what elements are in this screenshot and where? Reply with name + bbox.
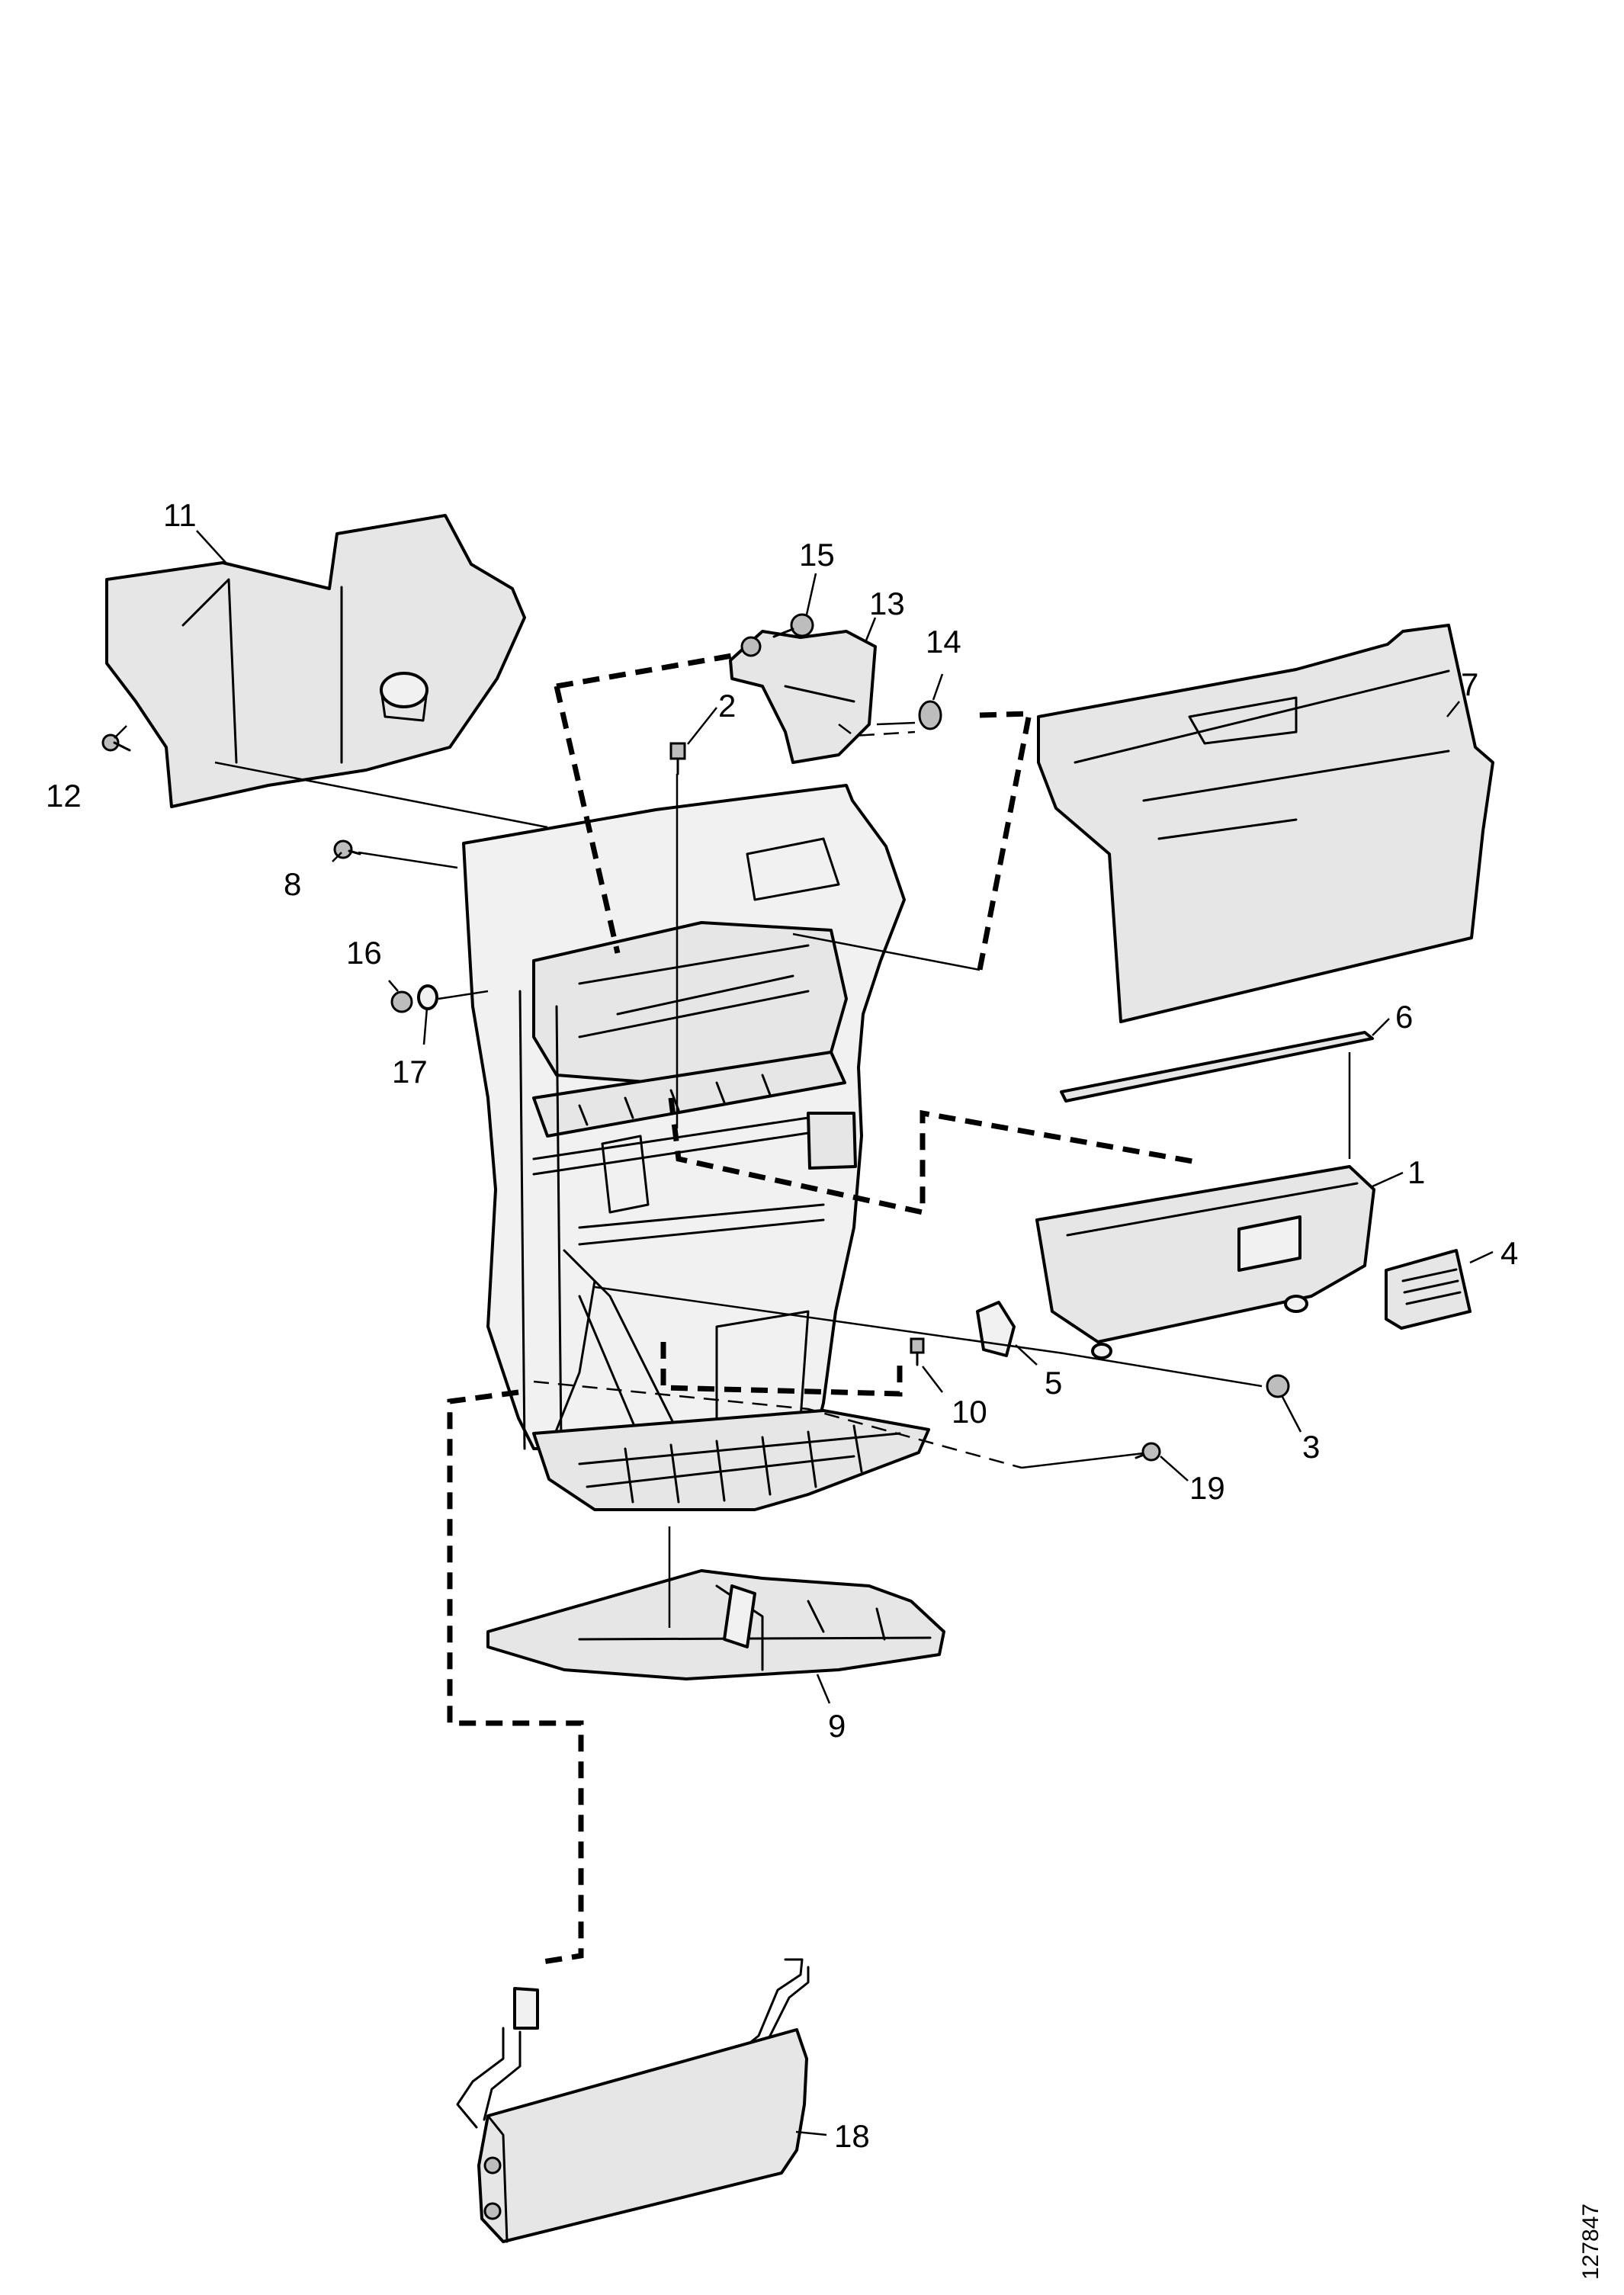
assembly-lines [214,653,1351,1965]
callout-14: 14 [926,624,961,660]
fastener-8 [333,839,361,859]
callout-7: 7 [1461,666,1478,702]
callout-3: 3 [1302,1429,1320,1465]
callout-17: 17 [392,1054,428,1090]
callout-13: 13 [869,586,905,621]
callout-10: 10 [952,1394,987,1430]
callout-12: 12 [46,778,82,814]
callout-11: 11 [163,497,197,533]
part-6-trim-strip [1060,1031,1374,1103]
callout-15: 15 [799,537,835,573]
fastener-17 [417,984,438,1010]
callout-5: 5 [1045,1365,1062,1401]
callout-16: 16 [346,935,382,971]
fastener-14 [918,700,942,730]
lower-step-tread [532,1409,930,1511]
callout-9: 9 [828,1708,846,1744]
part-7-right-trim-panel [1037,624,1494,1023]
fastener-3 [1266,1374,1290,1398]
callout-2: 2 [718,688,736,724]
fastener-16 [390,990,413,1013]
fastener-15 [772,613,814,638]
main-step-frame [462,784,906,1496]
callout-leaders [114,530,1494,2136]
fastener-5 [976,1301,1016,1357]
figure-id: 127847 [1578,2204,1603,2280]
callout-6: 6 [1395,999,1413,1035]
part-4-handle-cover [1385,1249,1472,1330]
callout-19: 19 [1189,1470,1225,1506]
callout-labels: 11 12 15 13 14 2 7 8 16 17 6 1 4 5 10 3 … [46,497,1518,2154]
callout-18: 18 [834,2118,870,2154]
fastener-19 [1135,1442,1161,1462]
callout-8: 8 [284,866,301,902]
fastener-10 [910,1337,925,1366]
part-13-upper-bracket [729,630,916,764]
fastener-2 [669,742,686,775]
part-1-lower-fascia [1035,1165,1375,1359]
fastener-12 [101,733,131,752]
callout-4: 4 [1500,1235,1518,1271]
part-11-upper-side-panel [105,514,526,808]
callout-1: 1 [1407,1154,1425,1190]
part-18-lower-support-arm [456,1958,810,2243]
part-9-lower-step-cover [486,1569,945,1680]
